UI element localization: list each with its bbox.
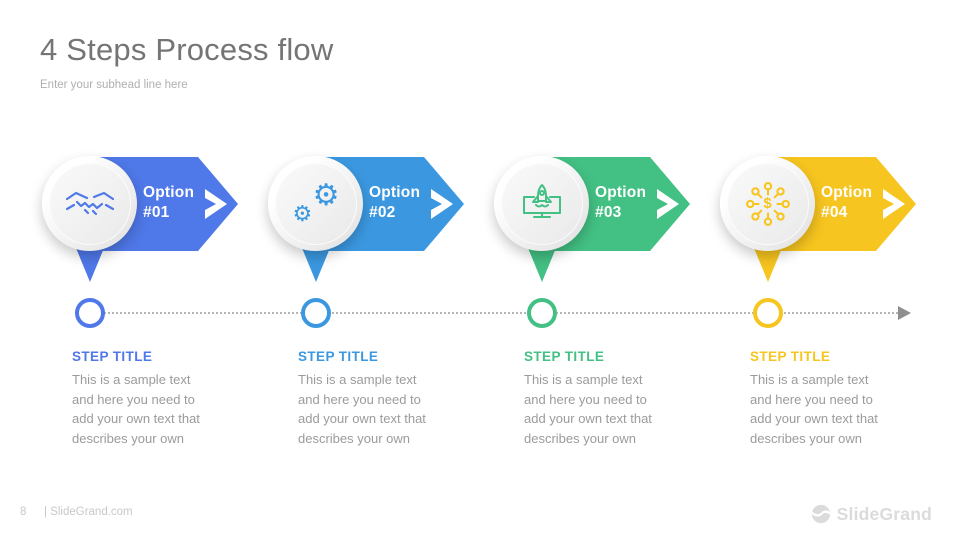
step-description: This is a sample text and here you need … (72, 372, 200, 446)
page-number: 8 (20, 506, 27, 518)
step-circle (494, 156, 589, 251)
timeline-dotted-line (104, 312, 898, 314)
option-label: Option#03 (595, 184, 647, 221)
option-label: Option#04 (821, 184, 873, 221)
step-description: This is a sample text and here you need … (524, 372, 652, 446)
chevron-right-icon (205, 189, 227, 219)
step-unit-2: Option#02 STEP TITLE This is a sample te… (268, 156, 494, 457)
down-pointer-icon (302, 248, 330, 282)
down-pointer-icon (754, 248, 782, 282)
handshake-icon (65, 191, 114, 215)
gears-icon (290, 181, 342, 227)
timeline-arrow-icon (898, 306, 911, 320)
down-pointer-icon (76, 248, 104, 282)
timeline-node (527, 298, 557, 328)
timeline-node (75, 298, 105, 328)
brand-name: SlideGrand (836, 503, 932, 524)
step-unit-3: Option#03 STEP TITLE This is a sample te… (494, 156, 720, 457)
step-title: STEP TITLE (750, 349, 831, 364)
step-unit-1: Option#01 STEP TITLE This is a sample te… (42, 156, 268, 457)
gear-icon (293, 203, 313, 225)
page-title: 4 Steps Process flow (40, 32, 334, 67)
page-subtitle: Enter your subhead line here (40, 79, 188, 91)
step-title: STEP TITLE (72, 349, 153, 364)
step-circle (42, 156, 137, 251)
step-description: This is a sample text and here you need … (298, 372, 426, 446)
gear-icon (313, 181, 340, 211)
step-circle (720, 156, 815, 251)
step-circle (268, 156, 363, 251)
chevron-right-icon (657, 189, 679, 219)
down-pointer-icon (528, 248, 556, 282)
timeline-node (753, 298, 783, 328)
rocket-launch-laptop-icon (522, 183, 561, 218)
timeline-node (301, 298, 331, 328)
option-label: Option#01 (143, 184, 195, 221)
step-title: STEP TITLE (524, 349, 605, 364)
slidegrand-logo-icon (811, 504, 830, 524)
step-description: This is a sample text and here you need … (750, 372, 878, 446)
chevron-right-icon (431, 189, 453, 219)
dollar-icon (742, 181, 794, 227)
chevron-right-icon (883, 189, 905, 219)
step-title: STEP TITLE (298, 349, 379, 364)
brand-logo: SlideGrand (810, 503, 932, 525)
footer-site-text: | SlideGrand.com (44, 506, 133, 518)
step-unit-4: Option#04 STEP TITLE This is a sample te… (720, 156, 946, 457)
option-label: Option#02 (369, 184, 421, 221)
money-network-icon (742, 181, 794, 227)
